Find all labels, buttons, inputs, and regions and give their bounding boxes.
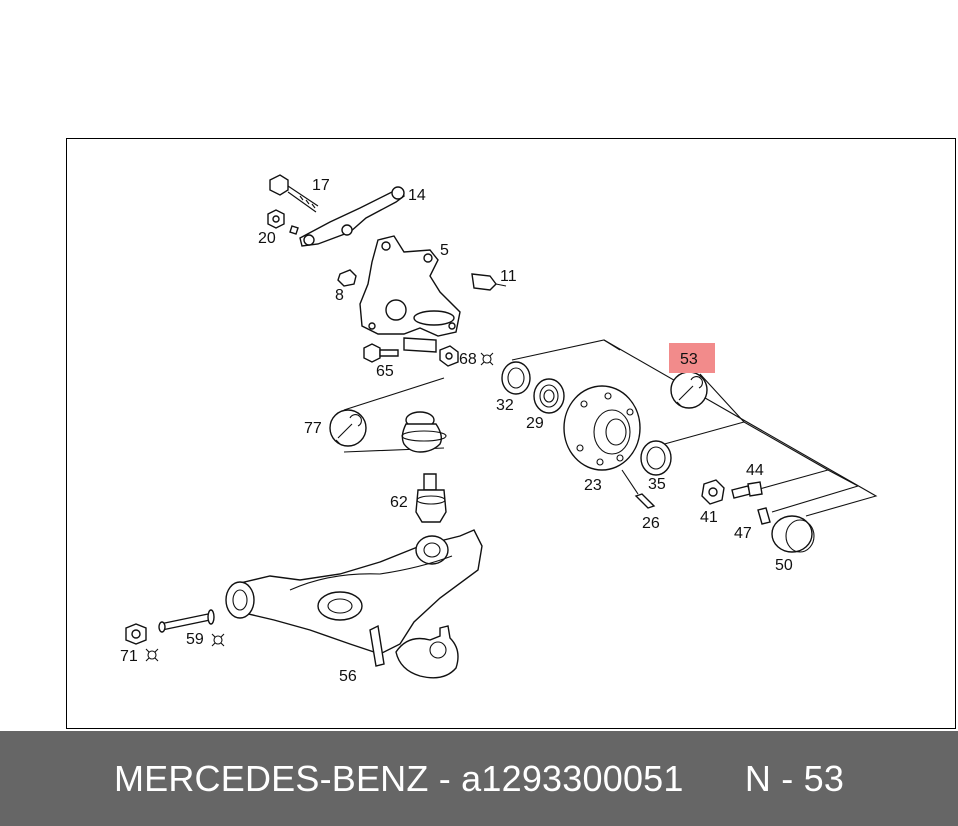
nut-part-71 xyxy=(125,623,147,645)
label-47: 47 xyxy=(734,525,752,542)
diagram-frame xyxy=(66,138,956,729)
nut-part-68 xyxy=(439,345,459,367)
label-65: 65 xyxy=(376,363,394,380)
bolt-part-65 xyxy=(363,343,399,363)
label-35: 35 xyxy=(648,476,666,493)
position-label: N - 53 xyxy=(744,757,845,799)
bolt-part-59 xyxy=(158,609,215,633)
bearing-part-29 xyxy=(533,378,565,414)
hub-kit-bracket-53 xyxy=(511,339,878,517)
label-44: 44 xyxy=(746,462,764,479)
steering-knuckle-part-5 xyxy=(359,235,461,353)
wrench-icon-77 xyxy=(329,409,367,447)
label-56: 56 xyxy=(339,668,357,685)
part-number: a1293300051 xyxy=(461,757,684,799)
label-71: 71 xyxy=(120,648,138,665)
stud-part-26 xyxy=(621,469,656,509)
star-icon-71 xyxy=(145,648,159,662)
label-29: 29 xyxy=(526,415,544,432)
clamp-nut-part-41 xyxy=(701,479,725,505)
star-icon-68 xyxy=(480,352,494,366)
star-icon-59 xyxy=(211,633,225,647)
label-17: 17 xyxy=(312,177,330,194)
label-68: 68 xyxy=(459,351,477,368)
label-8: 8 xyxy=(335,287,344,304)
lower-control-arm xyxy=(225,529,483,655)
label-77: 77 xyxy=(304,420,322,437)
ball-joint-part-62 xyxy=(415,473,447,523)
label-50: 50 xyxy=(775,557,793,574)
upper-arm-part-14 xyxy=(299,186,405,247)
highlight-box-53 xyxy=(669,343,715,373)
label-62: 62 xyxy=(390,494,408,511)
label-5: 5 xyxy=(440,242,449,259)
label-11: 11 xyxy=(500,268,517,285)
label-14: 14 xyxy=(408,187,426,204)
wheel-hub-part-23 xyxy=(563,385,641,471)
lower-ball-joint xyxy=(395,625,459,679)
clip-part-47 xyxy=(757,507,771,525)
footer-bar: MERCEDES-BENZ - a1293300051 N - 53 xyxy=(0,731,958,826)
label-26: 26 xyxy=(642,515,660,532)
footer-caption: MERCEDES-BENZ - a1293300051 N - 53 xyxy=(114,758,844,800)
footer-gap xyxy=(684,758,745,799)
dust-boot xyxy=(401,411,447,453)
label-23: 23 xyxy=(584,477,602,494)
nut-part-20 xyxy=(267,209,299,235)
label-53: 53 xyxy=(680,351,698,368)
seal-part-32 xyxy=(501,361,531,395)
label-59: 59 xyxy=(186,631,204,648)
label-20: 20 xyxy=(258,230,276,247)
wrench-icon-53 xyxy=(670,371,708,409)
bolt-part-44 xyxy=(731,481,763,499)
bolt-part-56 xyxy=(369,624,385,667)
label-41: 41 xyxy=(700,509,718,526)
bearing-part-35 xyxy=(640,440,672,476)
separator: - xyxy=(428,757,462,799)
bolt-part-17 xyxy=(269,174,319,213)
sensor-part-11 xyxy=(471,273,507,291)
hub-cap-part-50 xyxy=(771,515,815,553)
nut-part-8 xyxy=(337,269,357,287)
brand-name: MERCEDES-BENZ xyxy=(113,757,429,799)
label-32: 32 xyxy=(496,397,514,414)
